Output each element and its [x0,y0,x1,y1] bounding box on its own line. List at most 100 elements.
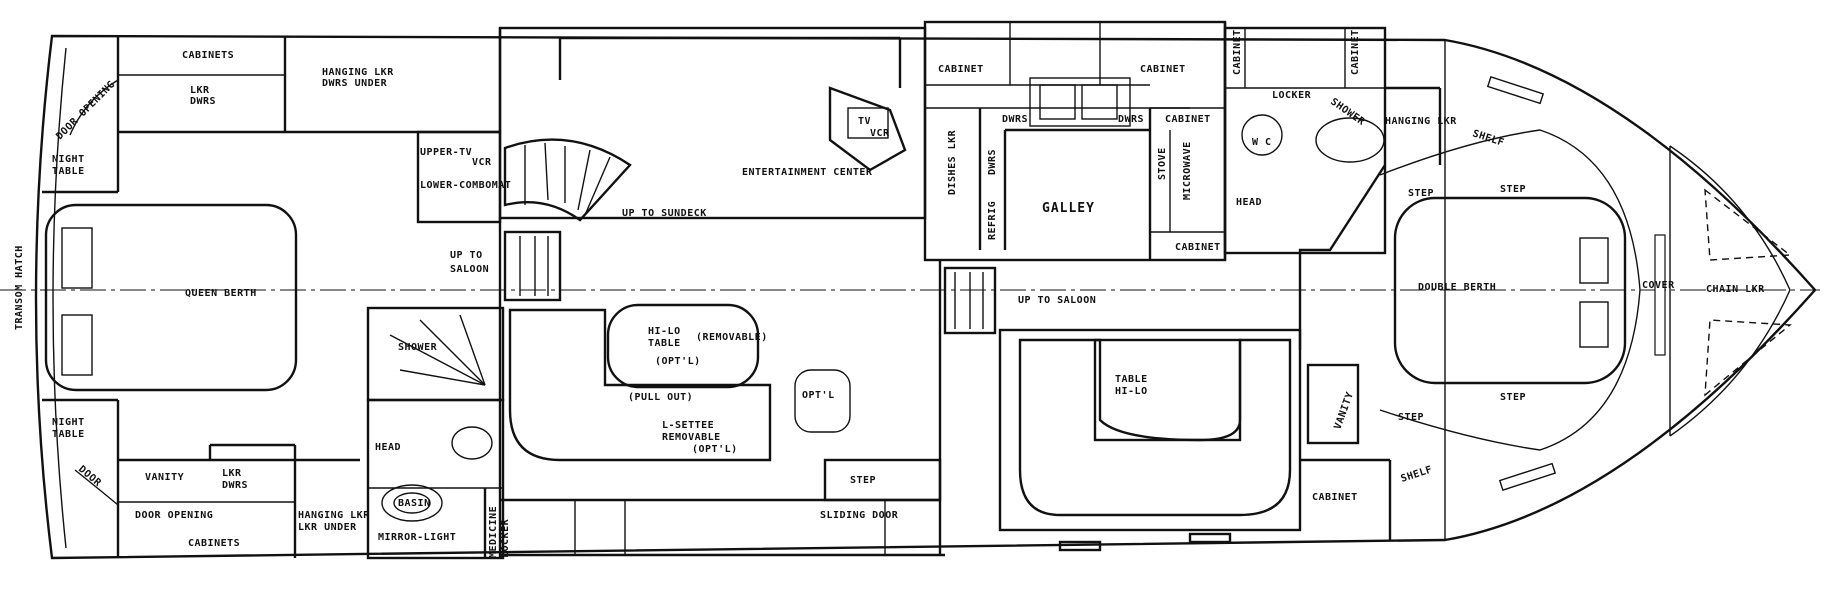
galley-sink [1029,77,1131,127]
label-dwrs-2: DWRS [1118,114,1144,125]
label-dishes-lkr: DISHES LKR [947,129,958,195]
stairs-aft [503,230,562,302]
hi-lo-table-saloon [606,303,760,389]
step-saloon [823,458,942,502]
toilet [451,426,493,460]
queen-berth [44,203,298,392]
shower-fwd [1315,117,1385,163]
label-cabinet-fwd-bottom: CABINET [1312,492,1358,503]
label-cabinets-top: CABINETS [182,50,234,61]
label-cabinet-fwd-2: CABINET [1350,29,1361,75]
label-dwrs-1: DWRS [1002,114,1028,125]
pillow-bottom [61,314,93,376]
label-door-opening-top: DOOR OPENING [54,79,117,142]
label-optl-2: (OPT'L) [692,444,738,455]
dinette-frame [998,328,1302,532]
dinette-seating [1018,338,1292,517]
label-locker: LOCKER [1272,90,1312,101]
label-lkr-under-bottom: LKR UNDER [298,522,357,533]
toilet-fwd [1241,114,1283,156]
chair [794,369,851,433]
label-table-top: TABLE [52,166,85,177]
galley [923,20,1227,262]
label-cabinet-galley-1: CABINET [938,64,984,75]
label-shower-aft: SHOWER [398,342,438,353]
fwd-head [1223,26,1442,350]
basin [381,484,443,522]
saloon [498,26,997,558]
label-vcr-aft: VCR [472,157,492,168]
label-refrig: REFRIG [987,201,998,240]
fwd-stateroom [1300,76,1792,540]
label-door-bottom: DOOR [76,464,103,489]
label-step-bottom-2: STEP [1500,392,1526,403]
label-wc: W C [1252,137,1272,148]
label-up-to-sundeck: UP TO SUNDECK [622,208,707,219]
label-vanity-fwd: VANITY [1332,390,1356,431]
label-upper-tv: UPPER-TV [420,147,472,158]
entertainment-center [828,86,907,172]
stairs-fwd [943,266,997,335]
label-vanity-aft: VANITY [145,472,184,483]
label-sliding-door: SLIDING DOOR [820,510,899,521]
label-queen-berth: QUEEN BERTH [185,288,257,299]
label-entertainment-center: ENTERTAINMENT CENTER [742,167,873,178]
label-saloon-aft: SALOON [450,264,489,275]
dinette-table [1093,338,1242,442]
label-step-saloon: STEP [850,475,876,486]
chain-locker [1654,234,1666,356]
spiral-stairs [503,138,632,222]
label-head-fwd: HEAD [1236,197,1262,208]
pillow-fwd-bottom [1579,301,1609,348]
label-medicine: MEDICINE [488,506,499,558]
shower-stall [366,306,505,402]
label-door-opening-bottom: DOOR OPENING [135,510,213,521]
label-l-settee: L-SETTEE [662,420,714,431]
label-removable-2: REMOVABLE [662,432,721,443]
label-locker: LOCKER [500,518,511,558]
label-hanging-lkr-fwd: HANGING LKR [1385,116,1457,127]
label-dwrs-top: DWRS [190,96,216,107]
label-lkr-top: LKR [190,85,210,96]
label-head-aft: HEAD [375,442,401,453]
label-table-bottom: TABLE [52,429,85,440]
label-cover: COVER [1642,280,1675,291]
label-up-to-saloon-fwd: UP TO SALOON [1018,295,1096,306]
label-cabinet-galley-2: CABINET [1140,64,1186,75]
label-table: TABLE [648,338,681,349]
label-shelf-top: SHELF [1471,128,1505,149]
label-stove: STOVE [1157,147,1168,180]
label-chair-optl: OPT'L [802,390,835,401]
label-dwrs-3: DWRS [987,149,998,175]
label-night-bottom: NIGHT [52,417,85,428]
pillow-fwd-top [1579,237,1609,284]
label-night-top: NIGHT [52,154,85,165]
label-hanging-lkr-bottom: HANGING LKR [298,510,370,521]
hull-outline [0,34,1820,560]
l-settee [508,308,772,462]
double-berth [1393,196,1627,385]
label-optl: (OPT'L) [655,356,701,367]
label-lower-combomat: LOWER-COMBOMAT [420,180,511,191]
label-pull-out: (PULL OUT) [628,392,693,403]
label-removable: (REMOVABLE) [696,332,768,343]
label-hi-lo-dinette: HI-LO [1115,386,1148,397]
pillow-top [61,227,93,289]
label-cabinet-galley-3: CABINET [1165,114,1211,125]
label-step-top-2: STEP [1500,184,1526,195]
label-basin: BASIN [398,498,431,509]
label-dwrs-under-top: DWRS UNDER [322,78,388,89]
label-chain-lkr: CHAIN LKR [1706,284,1765,295]
label-shelf-bottom: SHELF [1400,464,1434,485]
vanity-fwd [1306,363,1360,445]
label-lkr-bottom: LKR [222,468,242,479]
label-shower-fwd: SHOWER [1328,96,1367,128]
dinette [998,328,1302,552]
label-transom-hatch: TRANSOM HATCH [14,245,25,330]
label-hi-lo: HI-LO [648,326,681,337]
label-vcr: VCR [870,128,890,139]
label-cabinet-top-fwd: CABINET [1232,29,1243,75]
label-step-top-1: STEP [1408,188,1434,199]
label-microwave: MICROWAVE [1182,141,1193,200]
